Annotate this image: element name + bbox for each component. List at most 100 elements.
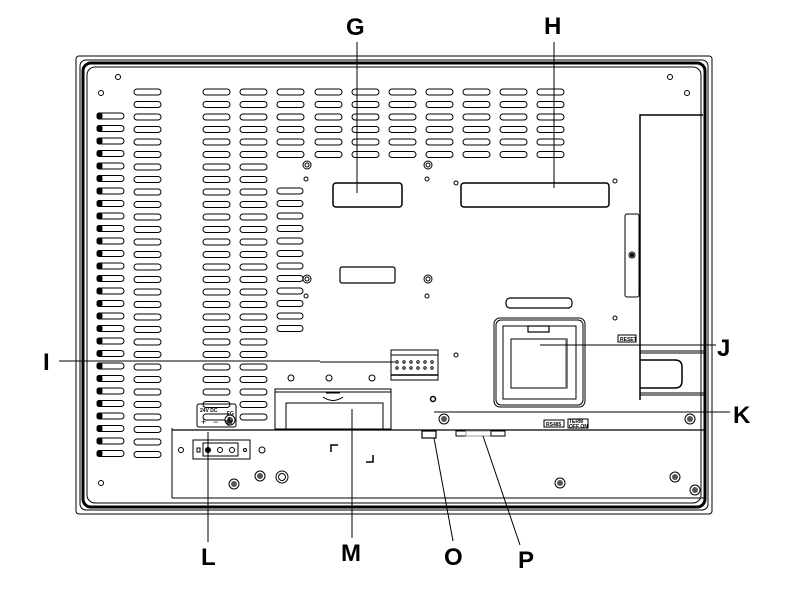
screw-icon — [228, 478, 240, 490]
vent-slot — [239, 101, 268, 108]
vent-slot — [202, 276, 231, 283]
vent-slot — [536, 151, 565, 158]
vent-slot — [202, 376, 231, 383]
vent-slot — [276, 88, 305, 96]
vent-slot — [536, 126, 565, 133]
vent-slot-mark — [96, 162, 103, 170]
vent-slot — [133, 351, 162, 358]
vent-slot-mark — [96, 287, 103, 295]
svg-text:RS485: RS485 — [546, 422, 562, 428]
vent-slot — [202, 201, 231, 208]
connector-o — [421, 430, 437, 439]
dip-switch-dot — [430, 366, 434, 370]
vent-slot — [202, 301, 231, 308]
vent-slot — [133, 363, 162, 371]
vent-slot — [276, 212, 304, 220]
vent-slot — [133, 401, 162, 408]
dip-switch-dot — [409, 366, 413, 370]
vent-slot-mark — [96, 425, 103, 432]
vent-slot — [202, 288, 231, 296]
vent-slot — [425, 138, 454, 146]
vent-slot — [351, 138, 380, 146]
screw-icon — [554, 477, 566, 489]
vent-slot — [276, 138, 305, 146]
rs485-marking: RS485 TERM OFF ON — [543, 418, 589, 430]
dip-switch-dot — [395, 366, 399, 370]
vent-slot — [351, 101, 380, 108]
screw-icon — [684, 413, 696, 425]
vent-slot — [351, 113, 380, 121]
vent-slot — [133, 326, 162, 333]
vent-slot — [276, 101, 305, 108]
vent-slot — [202, 238, 231, 246]
expansion-slot-g — [332, 182, 403, 208]
vent-slot — [388, 151, 417, 158]
vent-slot — [239, 413, 268, 421]
interface-bracket — [171, 411, 705, 499]
vent-slot — [239, 351, 268, 358]
vent-slot-mark — [96, 375, 103, 382]
expansion-slot-h — [460, 182, 610, 208]
vent-slot — [133, 276, 162, 283]
vent-slot-mark — [96, 137, 103, 145]
oval-slot — [505, 297, 573, 309]
vent-slot-mark — [96, 237, 103, 245]
vent-slot — [202, 88, 231, 96]
vent-slot — [202, 388, 231, 396]
vent-slot — [133, 101, 162, 108]
vent-slot — [202, 251, 231, 258]
callout-p: P — [518, 547, 534, 574]
vent-slot — [133, 426, 162, 433]
vent-slot — [133, 263, 162, 271]
vent-slot — [239, 263, 268, 271]
leader-lines — [59, 42, 730, 546]
vent-slot-mark — [96, 337, 103, 345]
vent-slot — [239, 226, 268, 233]
vent-slot — [499, 88, 528, 96]
vent-slot — [202, 176, 231, 183]
vent-slot — [239, 213, 268, 221]
hole — [258, 446, 266, 454]
vent-slot — [425, 101, 454, 108]
card-cover — [493, 317, 586, 408]
vent-slot-mark — [96, 212, 103, 220]
svg-text:24V DC: 24V DC — [200, 408, 218, 414]
vent-slot — [133, 113, 162, 121]
vent-slot — [351, 151, 380, 158]
vent-slot — [133, 388, 162, 396]
mounting-holes — [98, 74, 690, 486]
vent-slot — [239, 401, 268, 408]
dip-switch-dot — [416, 366, 420, 370]
dip-switch-dot — [416, 360, 420, 364]
vent-slot — [462, 88, 491, 96]
vent-slot — [239, 201, 268, 208]
vent-slot — [276, 262, 304, 270]
vent-slot — [133, 88, 162, 96]
vent-slot — [276, 312, 304, 320]
callout-o: O — [444, 544, 463, 571]
svg-text:−: − — [213, 417, 218, 427]
standoffs — [287, 160, 618, 403]
vent-slot — [499, 138, 528, 146]
vent-slot — [239, 151, 268, 158]
svg-text:FG: FG — [227, 411, 234, 417]
power-label-plate: 24V DC + − FG — [196, 403, 237, 428]
vent-slot — [133, 376, 162, 383]
outer-bezel — [75, 55, 713, 515]
vent-slot — [276, 187, 304, 195]
vent-slot — [133, 313, 162, 321]
screw-icon — [689, 484, 701, 496]
vent-slot — [133, 213, 162, 221]
label-plate — [339, 266, 396, 284]
vent-slot — [388, 113, 417, 121]
vent-slot — [425, 126, 454, 133]
vent-slot — [239, 388, 268, 396]
vent-slot — [202, 351, 231, 358]
reset-marking: RESET — [620, 337, 637, 343]
ventilation-slots — [96, 88, 565, 458]
callout-k: K — [733, 402, 751, 429]
hole — [178, 447, 184, 453]
vent-slot — [133, 301, 162, 308]
vent-slot — [314, 138, 343, 146]
vent-slot — [133, 138, 162, 146]
